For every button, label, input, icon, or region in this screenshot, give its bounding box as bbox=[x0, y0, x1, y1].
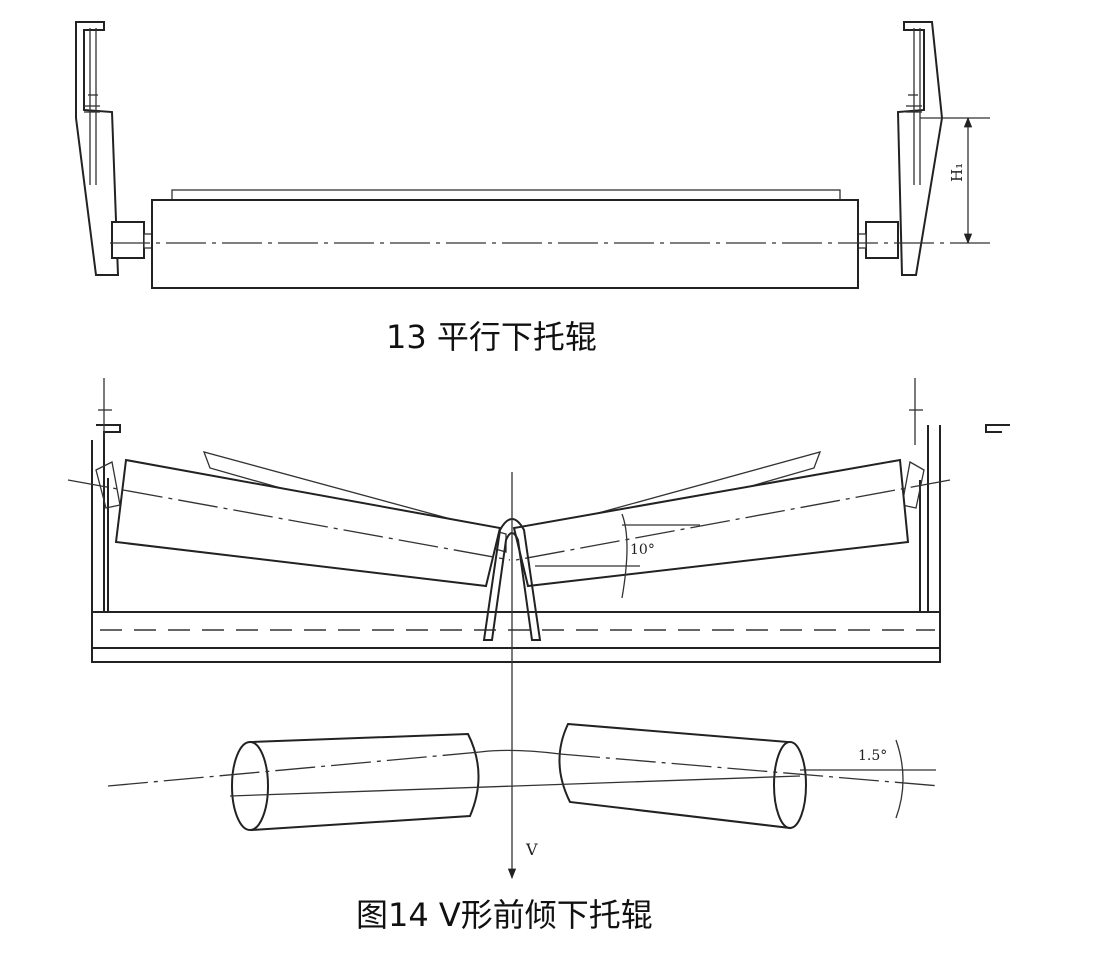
frame bbox=[91, 425, 941, 663]
left-belt bbox=[202, 451, 507, 553]
right-bracket bbox=[857, 21, 944, 276]
direction-label: V bbox=[525, 840, 538, 859]
figure-14-v-return-idler-plan-view: 1.5° bbox=[107, 722, 941, 832]
center-hanger bbox=[482, 518, 542, 641]
angle-label-10: 10° bbox=[630, 542, 655, 558]
dimension-h1: H₁ bbox=[920, 116, 990, 245]
right-roller bbox=[512, 458, 910, 588]
figure-13-parallel-return-idler: H₁ bbox=[75, 21, 992, 289]
figure-14-caption: 图14 V形前倾下托辊 bbox=[356, 896, 653, 934]
dimension-h1-label: H₁ bbox=[948, 163, 966, 182]
angle-label-1-5: 1.5° bbox=[858, 748, 887, 764]
angle-annotation-1-5: 1.5° bbox=[800, 739, 936, 819]
right-plan-roller bbox=[558, 722, 807, 830]
left-plan-roller bbox=[231, 732, 480, 832]
angle-annotation-10: 10° bbox=[535, 513, 700, 599]
figure-14-v-return-idler-front-view: 10° bbox=[67, 378, 1010, 663]
figure-13-caption: 13 平行下托辊 bbox=[386, 318, 597, 356]
roller bbox=[151, 199, 859, 289]
left-bracket bbox=[75, 21, 153, 276]
